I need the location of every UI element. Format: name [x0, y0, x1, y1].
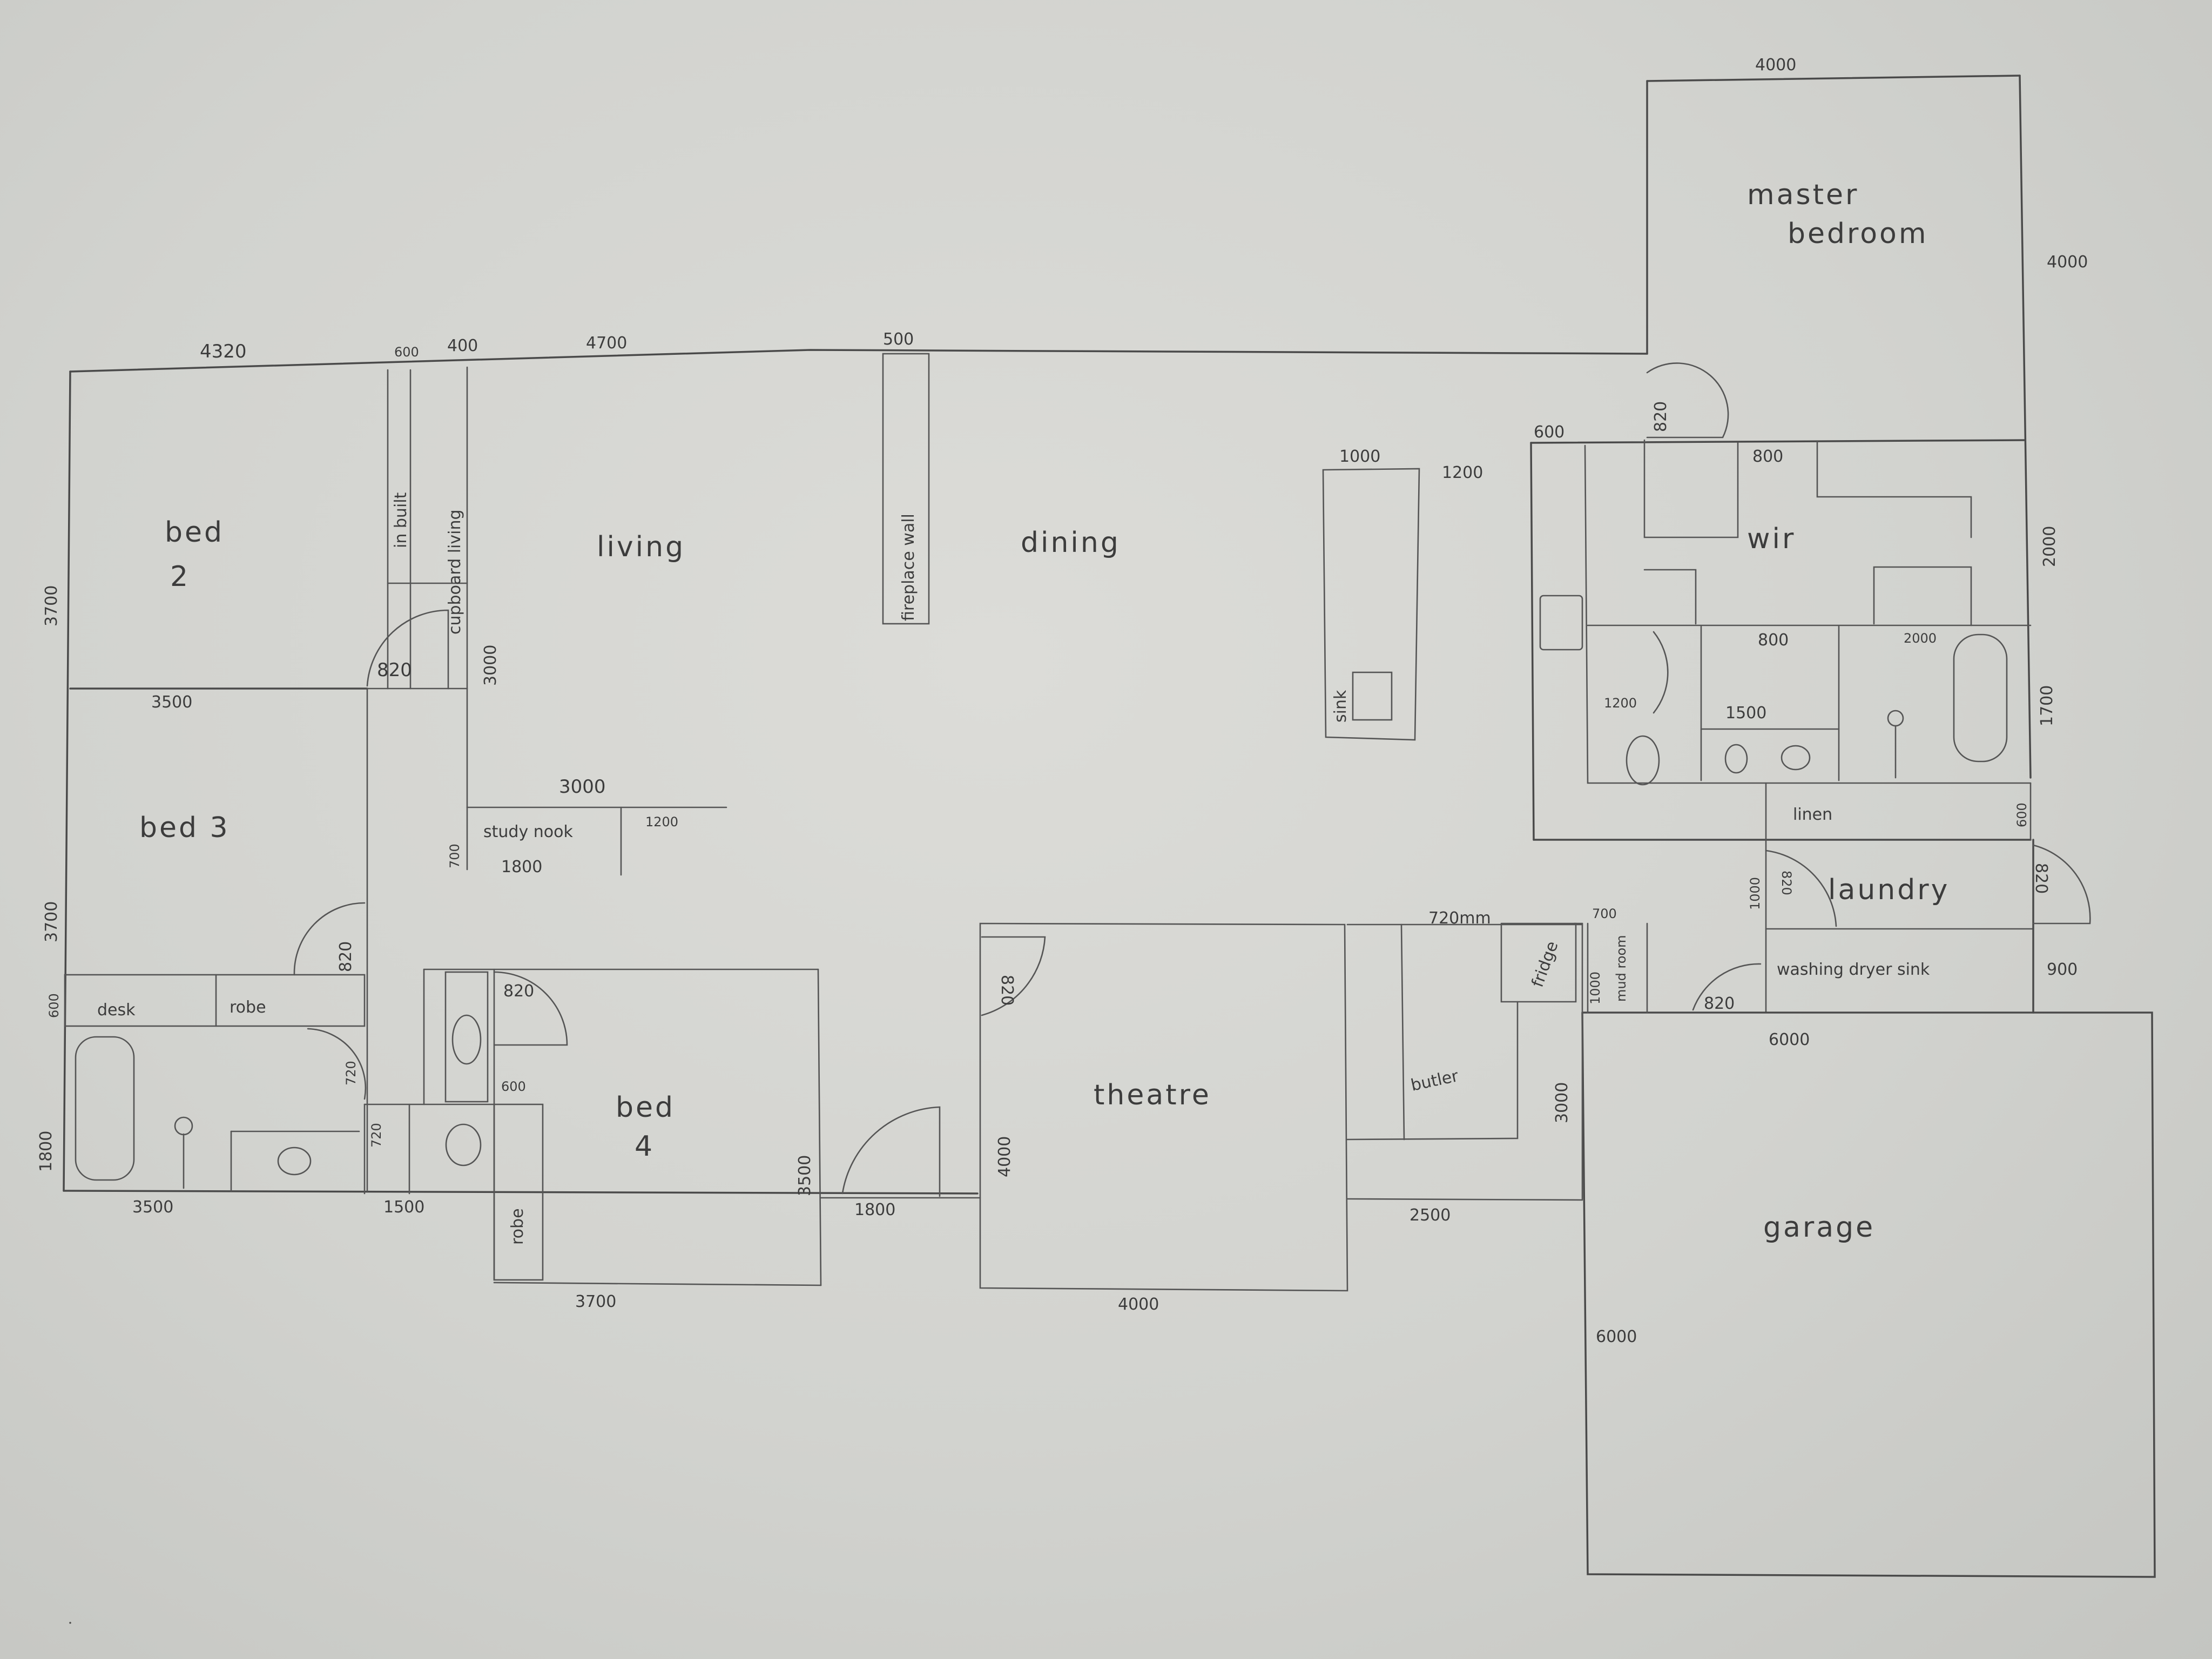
- dim-ensuite-1700: 1700: [2038, 685, 2056, 726]
- dim-garage-6000-h: 6000: [1769, 1030, 1810, 1049]
- butler-label: butler: [1409, 1067, 1460, 1095]
- dim-wc-1500: 1500: [383, 1198, 424, 1217]
- mud-room-label: mud room: [1614, 935, 1629, 1002]
- master-bedroom-label-2: bedroom: [1788, 218, 1928, 250]
- in-built-label: in built: [392, 492, 410, 548]
- dim-bed2-3700: 3700: [42, 585, 61, 626]
- bed2-walls: [69, 366, 468, 1192]
- dim-top-500: 500: [883, 330, 914, 349]
- dim-mud-1000: 1000: [1588, 972, 1603, 1004]
- dim-study-1200: 1200: [645, 814, 678, 830]
- dim-master-door-820: 820: [1651, 401, 1670, 432]
- dim-bed4-3700: 3700: [575, 1292, 616, 1311]
- dim-theatre-4000-h: 4000: [1118, 1295, 1159, 1314]
- dim-bed4-600: 600: [501, 1079, 526, 1094]
- dim-ensuite-2000: 2000: [1904, 631, 1937, 646]
- dining-label: dining: [1021, 527, 1121, 559]
- dim-butler-3000: 3000: [1553, 1082, 1572, 1123]
- dim-top-400: 400: [447, 336, 478, 355]
- fridge-label: fridge: [1528, 939, 1562, 989]
- theatre-label: theatre: [1094, 1079, 1211, 1111]
- dim-study-3000: 3000: [559, 776, 606, 798]
- dim-wc-720: 720: [369, 1123, 384, 1148]
- sink-label: sink: [1331, 690, 1350, 723]
- fireplace-wall-label: fireplace wall: [899, 514, 918, 621]
- dim-wir-800: 800: [1752, 447, 1783, 466]
- study-nook-label: study nook: [483, 822, 573, 841]
- butler-walls: [1346, 922, 1648, 1200]
- robe-bed4-label: robe: [508, 1208, 527, 1245]
- bed2-label: bed: [165, 516, 224, 549]
- dim-linen-600: 600: [2014, 802, 2029, 827]
- bed2-number: 2: [170, 561, 190, 593]
- dim-bed2-door-820: 820: [377, 659, 412, 681]
- dim-top-600: 600: [394, 345, 419, 360]
- dim-theatre-4000-v: 4000: [995, 1136, 1014, 1177]
- dim-ensuite-600: 600: [1534, 423, 1564, 442]
- dim-master-4000-top: 4000: [1755, 56, 1796, 75]
- dim-garage-6000-v: 6000: [1596, 1327, 1637, 1346]
- garage-label: garage: [1763, 1211, 1875, 1244]
- linen-label: linen: [1793, 805, 1832, 824]
- dim-master-4000-side: 4000: [2047, 253, 2088, 272]
- dim-bath-720: 720: [343, 1061, 359, 1085]
- robe-bed3-label: robe: [230, 998, 266, 1017]
- dim-laundry-900: 900: [2047, 960, 2078, 979]
- fireplace: [882, 353, 930, 625]
- dim-butler-2500: 2500: [1410, 1206, 1451, 1225]
- dim-island-1000: 1000: [1339, 447, 1380, 466]
- laundry-walls: [1692, 839, 2091, 1014]
- laundry-label: laundry: [1828, 874, 1950, 906]
- garage-walls: [1581, 1011, 2156, 1578]
- ensuite-block-walls: [1530, 439, 2032, 841]
- master-bedroom-label-1: master: [1747, 179, 1859, 211]
- dim-bed4-3500: 3500: [795, 1155, 814, 1196]
- master-bedroom-walls: [1646, 75, 2032, 779]
- study-nook-walls: [466, 687, 727, 876]
- dim-top-4700: 4700: [586, 334, 627, 353]
- wir-label: wir: [1747, 523, 1796, 555]
- dim-study-700: 700: [447, 844, 462, 868]
- dim-butler-720mm: 720mm: [1428, 909, 1491, 928]
- dim-bed2-3500: 3500: [151, 693, 192, 712]
- dim-island-1200: 1200: [1442, 463, 1483, 482]
- dim-mud-700: 700: [1592, 906, 1617, 921]
- dim-ensuite-1200: 1200: [1604, 696, 1637, 711]
- dim-bed4-820: 820: [503, 982, 534, 1001]
- dim-bed3-door-820: 820: [336, 941, 355, 972]
- dim-study-1800: 1800: [501, 858, 542, 876]
- dim-laundry-820-b: 820: [2032, 863, 2051, 894]
- dim-ensuite-800: 800: [1758, 631, 1789, 650]
- theatre-walls: [979, 922, 1583, 1292]
- dim-theatre-820: 820: [997, 975, 1016, 1006]
- bed4-number: 4: [635, 1130, 655, 1163]
- cupboard-living-label: cupboard living: [446, 509, 464, 635]
- dim-wir-2000: 2000: [2040, 526, 2059, 567]
- dim-bath-3500: 3500: [132, 1198, 173, 1217]
- dim-bath-1800: 1800: [37, 1131, 56, 1172]
- dim-laundry-820-a: 820: [1779, 871, 1794, 895]
- dim-laundry-1000: 1000: [1748, 877, 1763, 910]
- bed4-walls: [363, 968, 981, 1286]
- washing-label: washing dryer sink: [1777, 960, 1930, 979]
- dim-desk-600: 600: [46, 993, 62, 1018]
- dim-garage-820: 820: [1704, 994, 1735, 1013]
- dim-living-3000-v: 3000: [481, 645, 500, 686]
- kitchen-island: [1322, 468, 1420, 741]
- living-label: living: [597, 531, 685, 563]
- dim-ensuite-1500: 1500: [1725, 704, 1766, 723]
- dim-top-4320: 4320: [200, 341, 247, 362]
- dim-bed3-3700: 3700: [42, 901, 61, 942]
- bed4-label: bed: [616, 1091, 675, 1124]
- bed3-walls: [64, 902, 367, 1192]
- bed3-label: bed 3: [139, 812, 230, 844]
- outer-walls: [63, 349, 1648, 1624]
- dim-hall-1800: 1800: [854, 1201, 895, 1219]
- desk-label: desk: [97, 1001, 136, 1020]
